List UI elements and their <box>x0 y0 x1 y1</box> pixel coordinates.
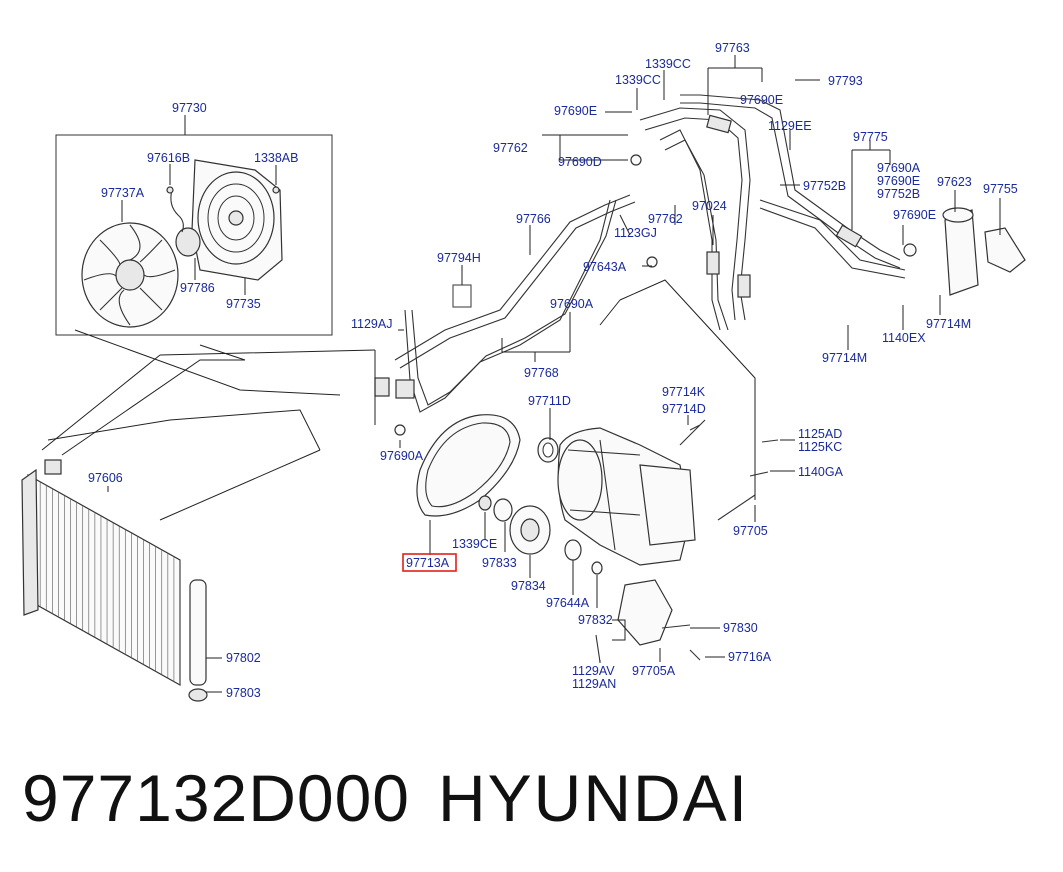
compressor-group <box>416 414 779 663</box>
label-97762-b[interactable]: 97762 <box>648 212 683 226</box>
label-97616B[interactable]: 97616B <box>147 151 190 165</box>
label-97606[interactable]: 97606 <box>88 471 123 485</box>
leader-lines <box>374 55 1001 663</box>
label-97690E-b[interactable]: 97690E <box>740 93 783 107</box>
fan-shroud-drawing <box>191 159 283 281</box>
label-97623[interactable]: 97623 <box>937 175 972 189</box>
fan-assembly-group <box>55 115 333 336</box>
label-97690E-c[interactable]: 97690E <box>877 174 920 188</box>
fan-blade-drawing <box>81 222 179 328</box>
label-97803[interactable]: 97803 <box>226 686 261 700</box>
label-97775[interactable]: 97775 <box>853 130 888 144</box>
label-97763[interactable]: 97763 <box>715 41 750 55</box>
label-1140EX[interactable]: 1140EX <box>882 331 926 345</box>
label-97755[interactable]: 97755 <box>983 182 1018 196</box>
label-1123GJ[interactable]: 1123GJ <box>614 226 657 240</box>
label-1140GA[interactable]: 1140GA <box>798 465 844 479</box>
label-1129EE[interactable]: 1129EE <box>768 119 812 133</box>
fan-assembly-box <box>55 134 333 336</box>
label-97644A[interactable]: 97644A <box>546 596 590 610</box>
label-97752B-a[interactable]: 97752B <box>803 179 846 193</box>
label-1129AN[interactable]: 1129AN <box>572 677 616 691</box>
label-97834[interactable]: 97834 <box>511 579 546 593</box>
label-97830[interactable]: 97830 <box>723 621 758 635</box>
label-1339CE[interactable]: 1339CE <box>452 537 497 551</box>
label-97690E-d[interactable]: 97690E <box>893 208 936 222</box>
label-1339CC-a[interactable]: 1339CC <box>645 57 691 71</box>
label-97690A-a[interactable]: 97690A <box>877 161 921 175</box>
label-97737A[interactable]: 97737A <box>101 186 145 200</box>
label-1129AV[interactable]: 1129AV <box>572 664 615 678</box>
label-97768[interactable]: 97768 <box>524 366 559 380</box>
label-97711D[interactable]: 97711D <box>528 394 571 408</box>
label-97643A[interactable]: 97643A <box>583 260 627 274</box>
label-1129AJ[interactable]: 1129AJ <box>351 317 392 331</box>
condenser-group <box>21 329 376 702</box>
label-97690E-a[interactable]: 97690E <box>554 104 597 118</box>
label-97714K[interactable]: 97714K <box>662 385 706 399</box>
label-97024[interactable]: 97024 <box>692 199 727 213</box>
label-97793[interactable]: 97793 <box>828 74 863 88</box>
label-97690D[interactable]: 97690D <box>558 155 602 169</box>
label-97714D[interactable]: 97714D <box>662 402 706 416</box>
highlighted-part-box <box>402 553 457 572</box>
label-97705[interactable]: 97705 <box>733 524 768 538</box>
label-97716A[interactable]: 97716A <box>728 650 772 664</box>
brand-title: HYUNDAI <box>438 761 750 835</box>
part-number-title: 977132D000 <box>22 761 411 835</box>
label-97690A-c[interactable]: 97690A <box>380 449 424 463</box>
fan-motor-drawing <box>166 186 280 257</box>
label-97786[interactable]: 97786 <box>180 281 215 295</box>
ac-system-exploded-diagram: 97763 1339CC 1339CC 97793 97690E 97690E … <box>21 41 1026 702</box>
label-1339CC-b[interactable]: 1339CC <box>615 73 661 87</box>
footer-bar <box>0 735 1063 872</box>
label-97690A-b[interactable]: 97690A <box>550 297 594 311</box>
label-1125KC[interactable]: 1125KC <box>798 440 842 454</box>
label-1125AD[interactable]: 1125AD <box>798 427 842 441</box>
label-97735[interactable]: 97735 <box>226 297 261 311</box>
label-97762-a[interactable]: 97762 <box>493 141 528 155</box>
label-97714M-b[interactable]: 97714M <box>926 317 971 331</box>
label-1338AB[interactable]: 1338AB <box>254 151 298 165</box>
label-97713A[interactable]: 97713A <box>406 556 450 570</box>
label-97766[interactable]: 97766 <box>516 212 551 226</box>
label-97705A[interactable]: 97705A <box>632 664 676 678</box>
label-97833[interactable]: 97833 <box>482 556 517 570</box>
label-97832[interactable]: 97832 <box>578 613 613 627</box>
label-97794H[interactable]: 97794H <box>437 251 481 265</box>
label-97752B-b[interactable]: 97752B <box>877 187 920 201</box>
label-97730[interactable]: 97730 <box>172 101 207 115</box>
part-labels: 97763 1339CC 1339CC 97793 97690E 97690E … <box>88 41 1018 700</box>
refrigerant-lines <box>374 94 1026 436</box>
label-97714M-a[interactable]: 97714M <box>822 351 867 365</box>
label-97802[interactable]: 97802 <box>226 651 261 665</box>
